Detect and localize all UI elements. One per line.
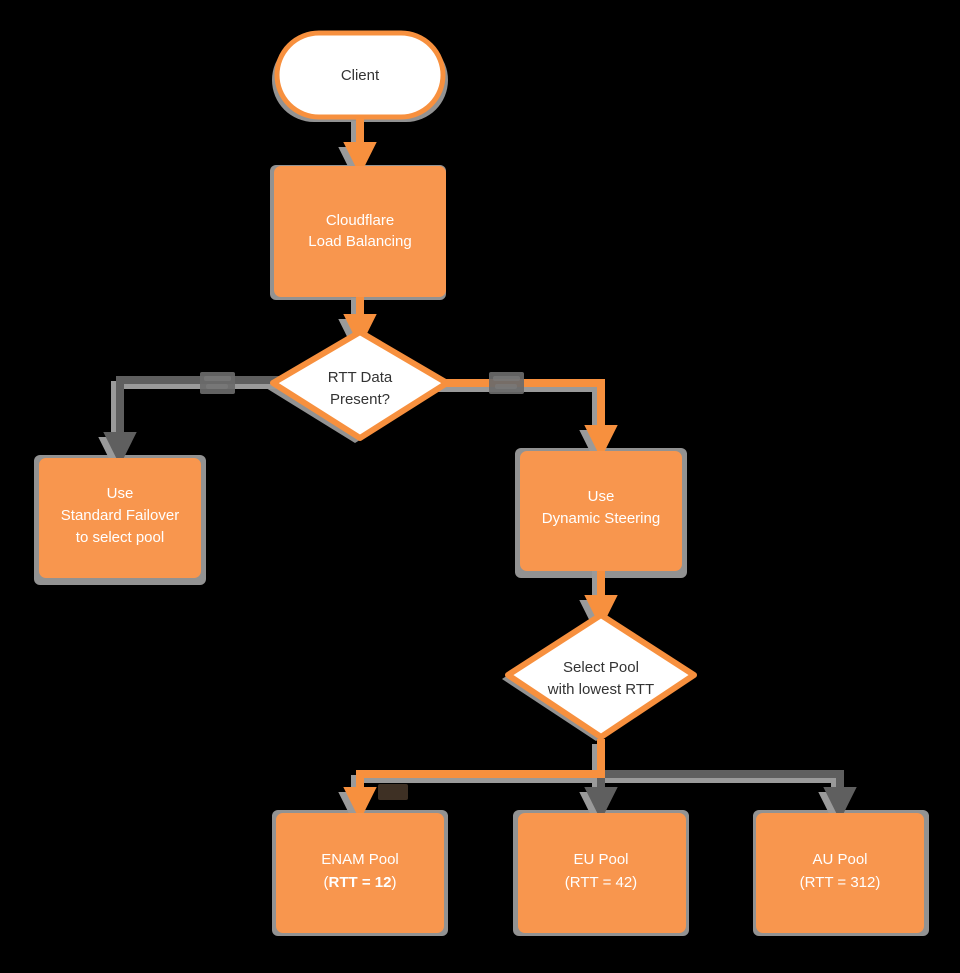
- node-cloudflare-load-balancing-label-line2: Load Balancing: [308, 233, 411, 250]
- node-select-pool-shape[interactable]: [505, 612, 697, 740]
- node-dynamic-steering[interactable]: Use Dynamic Steering: [520, 451, 682, 571]
- node-dynamic-steering-label-line1: Use: [588, 488, 615, 505]
- node-standard-failover-label-line2: Standard Failover: [61, 507, 179, 524]
- edge-shadow-layer: [98, 121, 852, 826]
- node-au-pool-label-line1: AU Pool: [812, 851, 867, 868]
- node-client-label-line1: Client: [341, 67, 380, 84]
- node-cloudflare-load-balancing-label-line1: Cloudflare: [326, 212, 394, 229]
- edge-label-decision-left: [200, 372, 235, 394]
- node-cloudflare-load-balancing[interactable]: Cloudflare Load Balancing: [274, 166, 446, 297]
- node-client[interactable]: Client: [274, 30, 446, 120]
- node-eu-pool-label-line2: (RTT = 42): [565, 874, 637, 891]
- edge-label-layer: [200, 372, 524, 800]
- node-enam-pool-label-line2: (RTT = 12): [324, 874, 397, 891]
- node-eu-pool[interactable]: EU Pool (RTT = 42): [518, 813, 686, 933]
- node-dynamic-steering-label-line2: Dynamic Steering: [542, 510, 660, 527]
- node-enam-pool-rtt-value: RTT = 12: [329, 874, 392, 891]
- node-standard-failover-label-line3: to select pool: [76, 529, 164, 546]
- node-standard-failover-shape[interactable]: [39, 458, 201, 578]
- node-enam-pool-label-line1: ENAM Pool: [321, 851, 399, 868]
- node-enam-pool-shape[interactable]: [276, 813, 444, 933]
- node-select-pool-decision[interactable]: Select Pool with lowest RTT: [505, 612, 697, 740]
- node-client-shape[interactable]: [274, 30, 446, 120]
- node-eu-pool-shape[interactable]: [518, 813, 686, 933]
- node-enam-pool-rtt-close: ): [391, 874, 396, 891]
- node-enam-pool-rtt-open: (: [324, 874, 329, 891]
- node-rtt-data-present-shape[interactable]: [270, 329, 450, 441]
- edge-layer: [103, 116, 857, 821]
- node-rtt-data-present-label-line2: Present?: [330, 391, 390, 408]
- node-select-pool-label-line1: Select Pool: [563, 659, 639, 676]
- node-select-pool-label-line2: with lowest RTT: [547, 681, 654, 698]
- node-eu-pool-label-line1: EU Pool: [573, 851, 628, 868]
- node-au-pool-label-line2: (RTT = 312): [800, 874, 881, 891]
- node-standard-failover[interactable]: Use Standard Failover to select pool: [39, 458, 201, 578]
- node-dynamic-steering-shape[interactable]: [520, 451, 682, 571]
- node-au-pool-shape[interactable]: [756, 813, 924, 933]
- node-cloudflare-load-balancing-shape[interactable]: [274, 166, 446, 297]
- node-au-pool[interactable]: AU Pool (RTT = 312): [756, 813, 924, 933]
- edge-label-decision-right: [489, 372, 524, 394]
- node-rtt-data-present-decision[interactable]: RTT Data Present?: [270, 329, 450, 441]
- node-enam-pool[interactable]: ENAM Pool (RTT = 12): [276, 813, 444, 933]
- edge-label-select-enam: [378, 784, 408, 800]
- node-rtt-data-present-label-line1: RTT Data: [328, 369, 393, 386]
- edge-select-pool-to-enam-pool: [343, 739, 605, 821]
- node-standard-failover-label-line1: Use: [107, 485, 134, 502]
- edge-select-pool-to-au-pool: [601, 770, 857, 821]
